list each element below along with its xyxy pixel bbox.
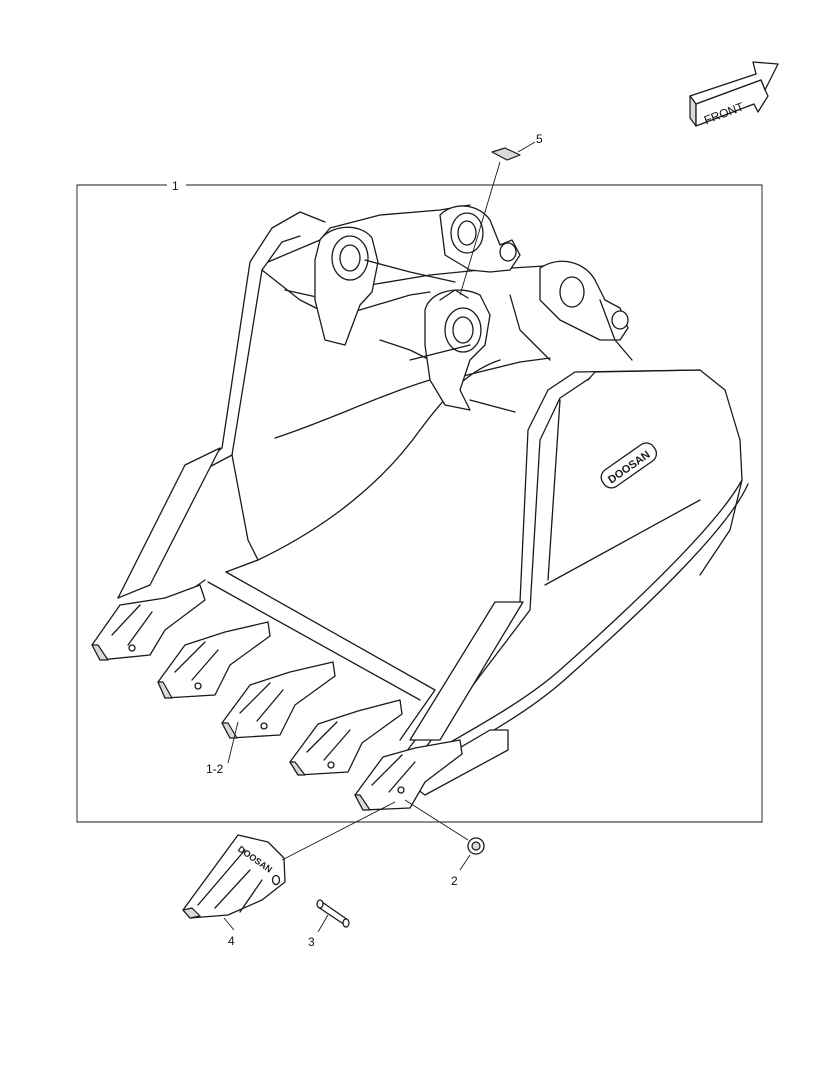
explode-line-tooth [281, 801, 396, 861]
front-direction-arrow: FRONT [689, 61, 779, 127]
explode-line-retainer [404, 799, 469, 841]
doosan-logo-plate: DOOSAN [600, 442, 658, 489]
callout-2: 2 [451, 874, 458, 888]
tooth-point-item-4: DOOSAN 4 [182, 834, 286, 948]
assembly-frame: 1 [76, 179, 763, 823]
callout-5: 5 [536, 132, 543, 146]
callout-1: 1 [172, 179, 179, 193]
bucket-teeth: 1-2 [91, 584, 463, 811]
callout-3: 3 [308, 935, 315, 949]
bucket-body: DOOSAN [117, 204, 749, 796]
pin-item-3: 3 [308, 899, 350, 949]
tooth-5 [354, 739, 463, 811]
tooth-3 [221, 661, 336, 739]
tooth-1 [91, 584, 206, 661]
callout-1-2: 1-2 [206, 762, 224, 776]
callout-4: 4 [228, 934, 235, 948]
decal-item-5: 5 [439, 132, 543, 301]
tooth-2 [157, 621, 271, 699]
tooth-4 [289, 699, 403, 776]
retainer-item-2: 2 [451, 837, 485, 888]
